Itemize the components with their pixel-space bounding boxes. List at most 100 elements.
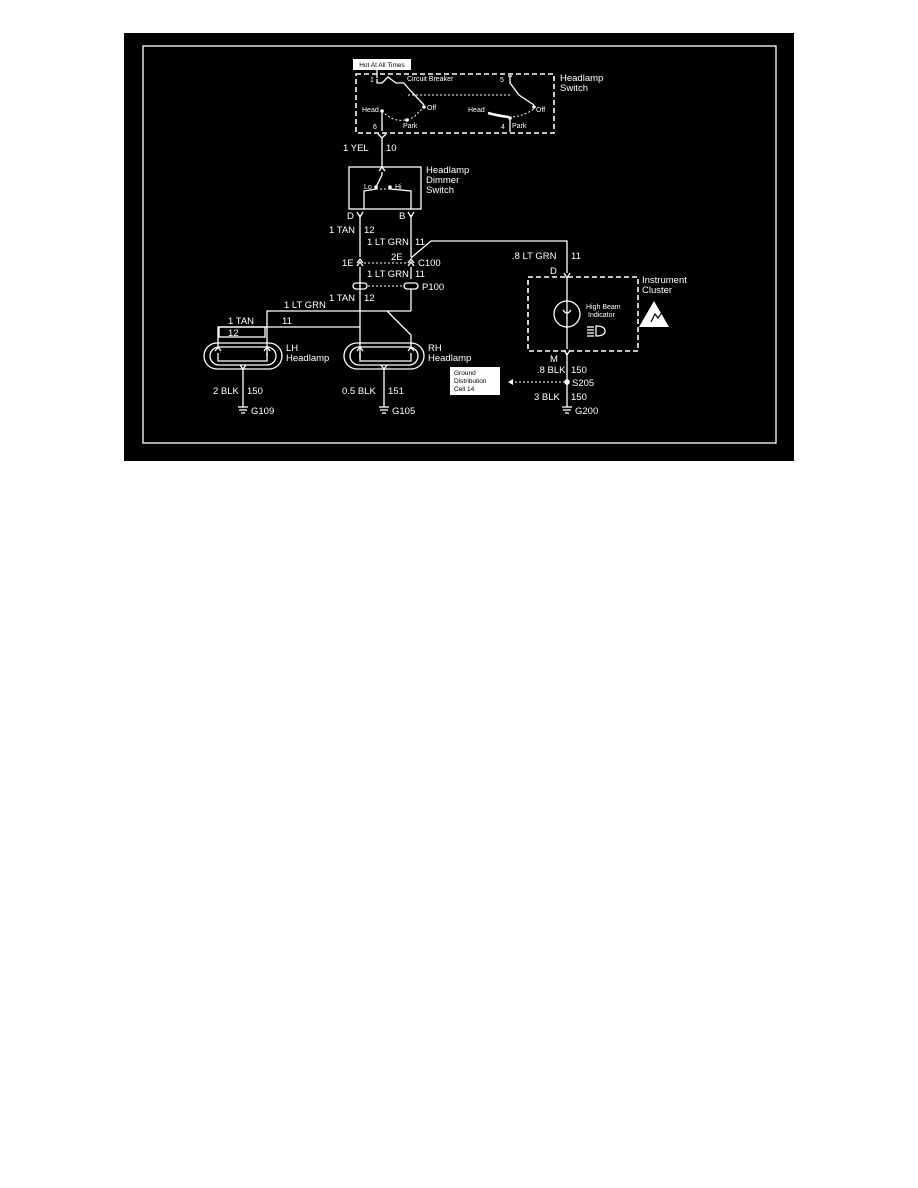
lh-tan-label: 1 TAN bbox=[228, 316, 254, 327]
lh-ltgrn-circuit: 11 bbox=[282, 316, 292, 327]
lh-filament bbox=[217, 353, 268, 362]
dimmer-switch-arm bbox=[375, 172, 383, 188]
dimmer-lo-contact bbox=[374, 185, 378, 189]
high-beam-icon bbox=[587, 325, 606, 337]
dimmer-lo-label: Lo bbox=[364, 184, 372, 191]
instrument-cluster-box bbox=[527, 276, 639, 352]
dimmer-title-1: Headlamp bbox=[426, 165, 469, 176]
dimmer-hi-contact bbox=[388, 185, 392, 189]
right-park-contact bbox=[508, 116, 512, 120]
ground-icon bbox=[379, 406, 389, 414]
ground-distribution-label-1: Ground bbox=[454, 370, 476, 377]
tan-lh-feed bbox=[217, 326, 360, 349]
dimmer-switch-box bbox=[348, 166, 422, 210]
switch-pin-1: 1 bbox=[370, 77, 374, 84]
left-head-contact bbox=[380, 109, 384, 113]
esd-warning-icon bbox=[639, 301, 669, 327]
right-park-label: Park bbox=[512, 123, 527, 130]
s205-splice bbox=[564, 379, 570, 385]
rh-headlamp-terminals bbox=[356, 345, 415, 352]
ic-pin-d: D bbox=[550, 266, 557, 277]
rh-ground-circuit: 151 bbox=[388, 386, 404, 397]
ic-ground-circuit2: 150 bbox=[571, 392, 587, 403]
circuit-breaker-icon bbox=[376, 76, 404, 84]
wiring-diagram-svg: Hot At All Times Circuit Breaker 1 Head … bbox=[142, 45, 777, 444]
left-off-label: Off bbox=[427, 105, 436, 112]
right-off-label: Off bbox=[536, 107, 545, 114]
headlamp-switch-title-1: Headlamp bbox=[560, 73, 603, 84]
left-park-contact bbox=[405, 118, 409, 122]
rh-headlamp-label-2: Headlamp bbox=[428, 353, 471, 364]
ground-distribution-box bbox=[450, 367, 500, 395]
rh-headlamp-label-1: RH bbox=[428, 343, 442, 354]
p100-label: P100 bbox=[422, 282, 444, 293]
circuit-breaker-label: Circuit Breaker bbox=[407, 76, 454, 83]
ltgrn-ic-branch bbox=[410, 240, 568, 273]
tan-upper-label: 1 TAN bbox=[329, 225, 355, 236]
headlamp-switch-title-2: Switch bbox=[560, 83, 588, 94]
ltgrn-rh-feed bbox=[386, 310, 412, 349]
high-beam-filament bbox=[562, 309, 572, 314]
ic-ground-wire2-label: 3 BLK bbox=[534, 392, 561, 403]
hot-at-all-times-box bbox=[353, 59, 411, 70]
right-off-contact bbox=[532, 105, 536, 109]
ground-distribution-label-3: Cell 14 bbox=[454, 386, 475, 393]
headlamp-switch: Hot At All Times Circuit Breaker 1 Head … bbox=[353, 59, 603, 134]
dimmer-lo-lead bbox=[363, 188, 377, 209]
tan-lower-label: 1 TAN bbox=[329, 293, 355, 304]
c100-connector-2e bbox=[407, 257, 415, 267]
ground-icon bbox=[238, 406, 248, 414]
right-head-label: Head bbox=[468, 107, 485, 114]
switch-pin-5: 5 bbox=[500, 77, 504, 84]
left-off-contact bbox=[422, 105, 426, 109]
lh-headlamp: LH Headlamp bbox=[203, 342, 329, 371]
p100-right-grommet bbox=[403, 282, 419, 290]
yel-wire-circuit: 10 bbox=[386, 143, 397, 154]
c100-connector-1e bbox=[356, 257, 364, 267]
ltgrn-upper-circuit: 11 bbox=[415, 237, 425, 248]
ic-ground-circuit: 150 bbox=[571, 365, 587, 376]
switch-pin-4: 4 bbox=[501, 124, 505, 131]
ic-title-1: Instrument bbox=[642, 275, 687, 286]
ground-distribution-label-2: Distribution bbox=[454, 378, 487, 385]
diagram-frame bbox=[142, 45, 777, 444]
ltgrn-mid-label: 1 LT GRN bbox=[367, 269, 409, 280]
ground-icon bbox=[562, 406, 572, 414]
high-beam-indicator-label-1: High Beam bbox=[586, 304, 621, 311]
hot-at-all-times-label: Hot At All Times bbox=[359, 62, 405, 69]
lh-headlamp-label-1: LH bbox=[286, 343, 298, 354]
left-head-label: Head bbox=[362, 107, 379, 114]
lh-tan-circuit: 12 bbox=[228, 328, 239, 339]
ic-ltgrn-label: .8 LT GRN bbox=[512, 251, 557, 262]
high-beam-indicator-label-2: Indicator bbox=[588, 312, 616, 319]
high-beam-bulb bbox=[553, 300, 581, 328]
ic-ground-label: G200 bbox=[575, 406, 598, 417]
ltgrn-upper-label: 1 LT GRN bbox=[367, 237, 409, 248]
ltgrn-lower-label: 1 LT GRN bbox=[284, 300, 326, 311]
ground-distribution-arrow bbox=[508, 379, 513, 385]
yel-wire-label: 1 YEL bbox=[343, 143, 369, 154]
ic-ltgrn-circuit: 11 bbox=[571, 251, 581, 262]
instrument-cluster: D High Beam Indicator Instrument Cluster… bbox=[527, 266, 687, 365]
ic-ground-wire-label: .8 BLK bbox=[537, 365, 566, 376]
lh-ground-circuit: 150 bbox=[247, 386, 263, 397]
s205-label: S205 bbox=[572, 378, 594, 389]
c100-label: C100 bbox=[418, 258, 441, 269]
left-switch-travel bbox=[381, 106, 425, 121]
headlamp-switch-box bbox=[355, 73, 555, 134]
tan-upper-circuit: 12 bbox=[364, 225, 375, 236]
switch-pin-6: 6 bbox=[373, 124, 377, 131]
rh-filament bbox=[359, 353, 412, 362]
dimmer-title-2: Dimmer bbox=[426, 175, 459, 186]
dimmer-pin-b: B bbox=[399, 211, 405, 222]
dimmer-hi-label: Hi bbox=[395, 184, 402, 191]
right-head-contact-bar bbox=[487, 111, 510, 119]
tan-lower-circuit: 12 bbox=[364, 293, 375, 304]
right-switch-travel bbox=[508, 108, 535, 118]
left-switch-arm bbox=[403, 82, 425, 106]
right-switch-arm bbox=[508, 75, 535, 106]
lh-headlamp-inner bbox=[209, 346, 277, 366]
rh-headlamp-inner bbox=[349, 346, 419, 366]
ic-pin-m: M bbox=[550, 354, 558, 365]
lh-headlamp-label-2: Headlamp bbox=[286, 353, 329, 364]
